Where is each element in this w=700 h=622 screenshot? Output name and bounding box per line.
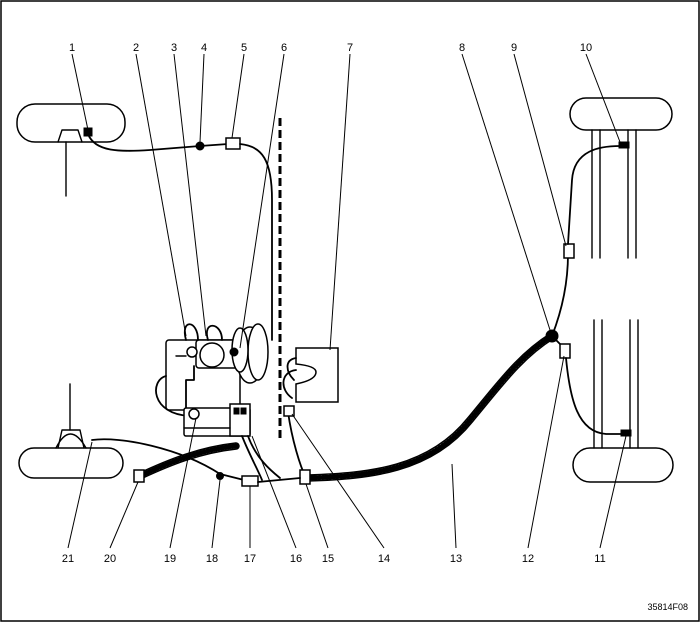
callout-9: 9 [511, 42, 517, 54]
left-front-wire-to-modulator [239, 143, 273, 341]
callout-4: 4 [201, 42, 207, 54]
wire-clip-18 [216, 472, 224, 480]
callout-12: 12 [522, 553, 534, 565]
right-front-sensor-lead [551, 253, 569, 337]
callout-13: 13 [450, 553, 462, 565]
brake-modulator-assembly [155, 323, 269, 417]
left-rear-sensor-wire [91, 438, 245, 481]
callout-8: 8 [459, 42, 465, 54]
harness-branch-16 [241, 435, 263, 481]
callout-16: 16 [290, 553, 302, 565]
callout-2: 2 [133, 42, 139, 54]
right-rear-wheel [572, 319, 674, 483]
right-rear-sensor-wire [565, 357, 623, 435]
callout-7: 7 [347, 42, 353, 54]
left-front-wheel [16, 103, 126, 197]
callout-19: 19 [164, 553, 176, 565]
main-wiring-harness [304, 332, 556, 482]
callout-1: 1 [69, 42, 75, 54]
callout-18: 18 [206, 553, 218, 565]
callout-3: 3 [171, 42, 177, 54]
connector-17 [241, 475, 259, 487]
connector-9 [563, 243, 575, 259]
connector-20 [133, 469, 145, 483]
left-front-sensor-wire [87, 133, 229, 152]
clip-14 [283, 405, 295, 417]
figure-reference: 35814F08 [647, 602, 688, 612]
left-rear-wheel [18, 383, 124, 479]
leader-lines [67, 53, 627, 549]
electronic-control-module [183, 403, 251, 437]
callout-10: 10 [580, 42, 592, 54]
callout-5: 5 [241, 42, 247, 54]
callout-6: 6 [281, 42, 287, 54]
callout-14: 14 [378, 553, 390, 565]
callout-20: 20 [104, 553, 116, 565]
right-front-sensor-wire [567, 145, 621, 245]
callout-17: 17 [244, 553, 256, 565]
callout-21: 21 [62, 553, 74, 565]
harness-branch-16b [247, 435, 281, 479]
connector-5 [225, 137, 241, 150]
callout-11: 11 [594, 553, 605, 565]
connector-12 [559, 343, 571, 359]
clip-15 [299, 469, 311, 485]
callout-labels: 1 2 3 4 5 6 7 8 9 10 11 12 13 14 15 16 1… [62, 42, 606, 565]
callout-15: 15 [322, 553, 334, 565]
wire-clip-4 [195, 141, 205, 151]
left-rear-to-harness [257, 477, 301, 483]
right-front-wheel [569, 97, 673, 259]
control-relay-box [282, 347, 339, 403]
